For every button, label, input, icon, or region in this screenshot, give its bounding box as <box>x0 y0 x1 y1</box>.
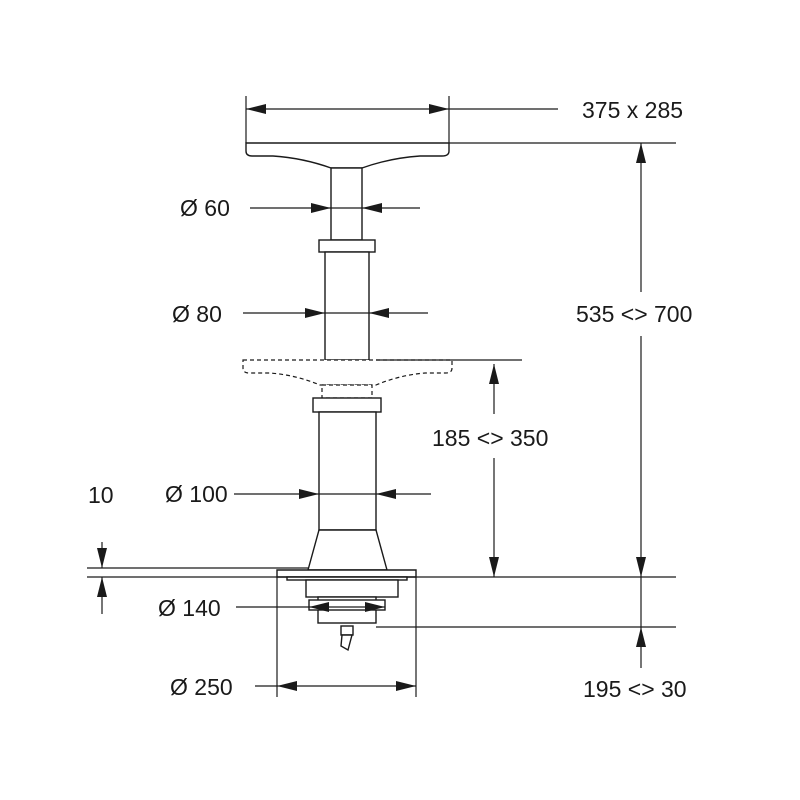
arrow-thickness-top <box>97 548 107 568</box>
label-plate-thickness: 10 <box>88 482 114 508</box>
lowered-plate-dashed <box>242 359 453 386</box>
arrow-below-top <box>636 627 646 647</box>
arrow-top-right <box>429 104 449 114</box>
label-d60: Ø 60 <box>180 195 230 221</box>
collar-upper <box>318 239 376 253</box>
top-plate <box>245 142 450 169</box>
arrow-stroke-top <box>489 364 499 384</box>
label-stroke-range: 185 <> 350 <box>432 425 548 451</box>
arrow-d140-right <box>365 602 385 612</box>
arrow-d250-left <box>277 681 297 691</box>
arrow-stroke-bottom <box>489 557 499 577</box>
arrow-d60-right <box>362 203 382 213</box>
arrow-d80-right <box>369 308 389 318</box>
underside-inner <box>308 599 386 611</box>
tube-60 <box>330 167 363 241</box>
arrow-d140-left <box>309 602 329 612</box>
arrow-d60-left <box>311 203 331 213</box>
arrow-d100-right <box>376 489 396 499</box>
connector-head <box>340 625 354 636</box>
base-cone <box>307 529 388 571</box>
collar-lower <box>312 397 382 413</box>
arrow-thickness-bottom <box>97 577 107 597</box>
arrow-d80-left <box>305 308 325 318</box>
label-height-range: 535 <> 700 <box>576 301 692 327</box>
label-below-range: 195 <> 30 <box>583 676 687 702</box>
label-d100: Ø 100 <box>165 481 228 507</box>
tube-100 <box>318 411 377 531</box>
underside-housing <box>305 579 399 598</box>
base-flange <box>276 569 417 578</box>
arrow-height-bottom <box>636 557 646 577</box>
arrow-d250-right <box>396 681 416 691</box>
label-d140: Ø 140 <box>158 595 221 621</box>
arrow-d100-left <box>299 489 319 499</box>
label-d80: Ø 80 <box>172 301 222 327</box>
label-top-size: 375 x 285 <box>582 97 683 123</box>
arrow-top-left <box>246 104 266 114</box>
lowered-neck-dashed <box>321 384 373 399</box>
label-d250: Ø 250 <box>170 674 233 700</box>
arrow-height-top <box>636 143 646 163</box>
tube-80 <box>324 251 370 361</box>
connector-tip <box>340 634 353 652</box>
